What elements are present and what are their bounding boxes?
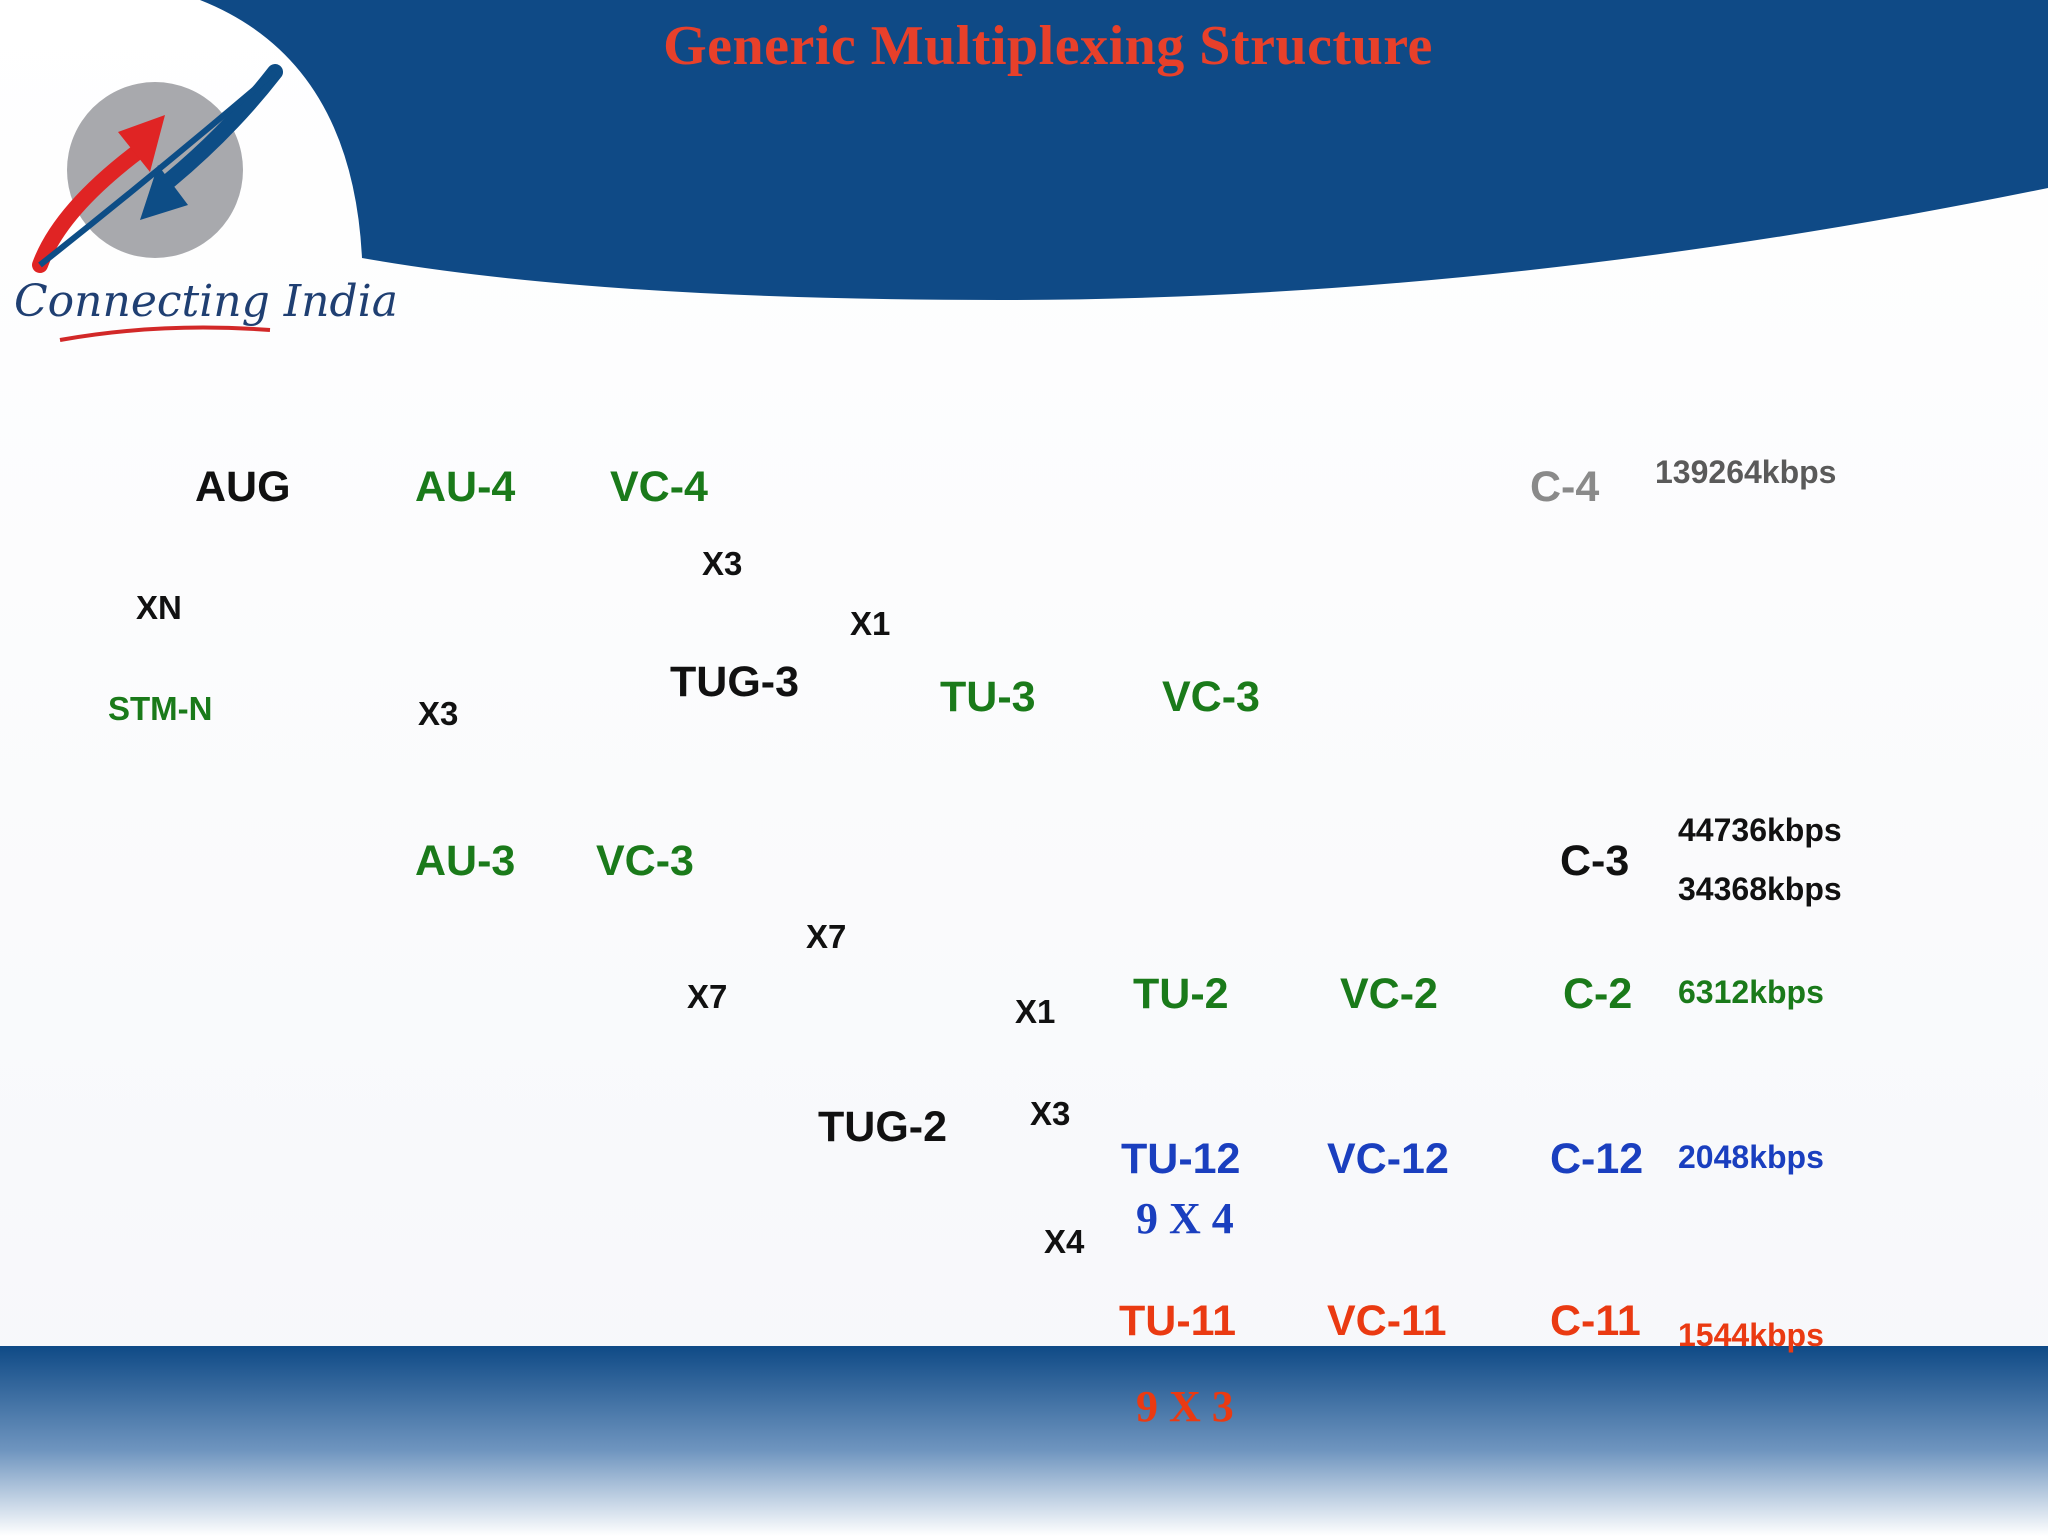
node-vc-2: VC-2: [1340, 970, 1438, 1018]
node-tug-3: TUG-3: [670, 658, 799, 706]
rate-c-3-a: 44736kbps: [1678, 812, 1842, 848]
multiplier-x7-b: X7: [687, 978, 728, 1015]
node-c-11: C-11: [1550, 1297, 1641, 1345]
node-vc-3-lower: VC-3: [1162, 673, 1260, 721]
multiplier-x1-tu3: X1: [850, 605, 891, 642]
rate-c-3-b: 34368kbps: [1678, 871, 1842, 907]
logo-text: Connecting India: [14, 276, 398, 327]
rate-c-4: 139264kbps: [1655, 454, 1837, 490]
rate-c-12: 2048kbps: [1678, 1139, 1824, 1175]
rate-c-11: 1544kbps: [1678, 1317, 1824, 1353]
page-title: Generic Multiplexing Structure: [663, 15, 1433, 77]
multiplier-x7-a: X7: [806, 918, 847, 955]
multiplier-xn: XN: [136, 589, 182, 626]
node-vc-11: VC-11: [1327, 1297, 1447, 1345]
node-tug-2: TUG-2: [818, 1103, 947, 1151]
node-c-2: C-2: [1563, 970, 1633, 1018]
node-tu-3: TU-3: [940, 673, 1036, 721]
note-tu-12-structure: 9 X 4: [1136, 1194, 1234, 1243]
node-c-3: C-3: [1560, 837, 1630, 885]
node-vc-4: VC-4: [610, 463, 708, 511]
node-c-12: C-12: [1550, 1135, 1644, 1183]
node-au-4: AU-4: [415, 463, 516, 511]
multiplier-x3-au3: X3: [418, 695, 459, 732]
bsnl-logo-icon: [32, 64, 283, 342]
note-tu-11-structure: 9 X 3: [1136, 1382, 1234, 1431]
node-tu-12: TU-12: [1121, 1135, 1241, 1183]
node-tu-2: TU-2: [1133, 970, 1229, 1018]
node-c-4: C-4: [1530, 463, 1600, 511]
node-aug: AUG: [195, 463, 291, 511]
node-vc-3-upper: VC-3: [596, 837, 694, 885]
multiplier-x4-tu11: X4: [1044, 1223, 1085, 1260]
multiplier-x3-tug3: X3: [702, 545, 743, 582]
node-vc-12: VC-12: [1327, 1135, 1449, 1183]
node-stm-n: STM-N: [108, 690, 213, 727]
node-au-3: AU-3: [415, 837, 516, 885]
multiplier-x3-tu12: X3: [1030, 1095, 1071, 1132]
rate-c-2: 6312kbps: [1678, 974, 1824, 1010]
multiplier-x1-tu2: X1: [1015, 993, 1056, 1030]
node-tu-11: TU-11: [1119, 1297, 1237, 1345]
